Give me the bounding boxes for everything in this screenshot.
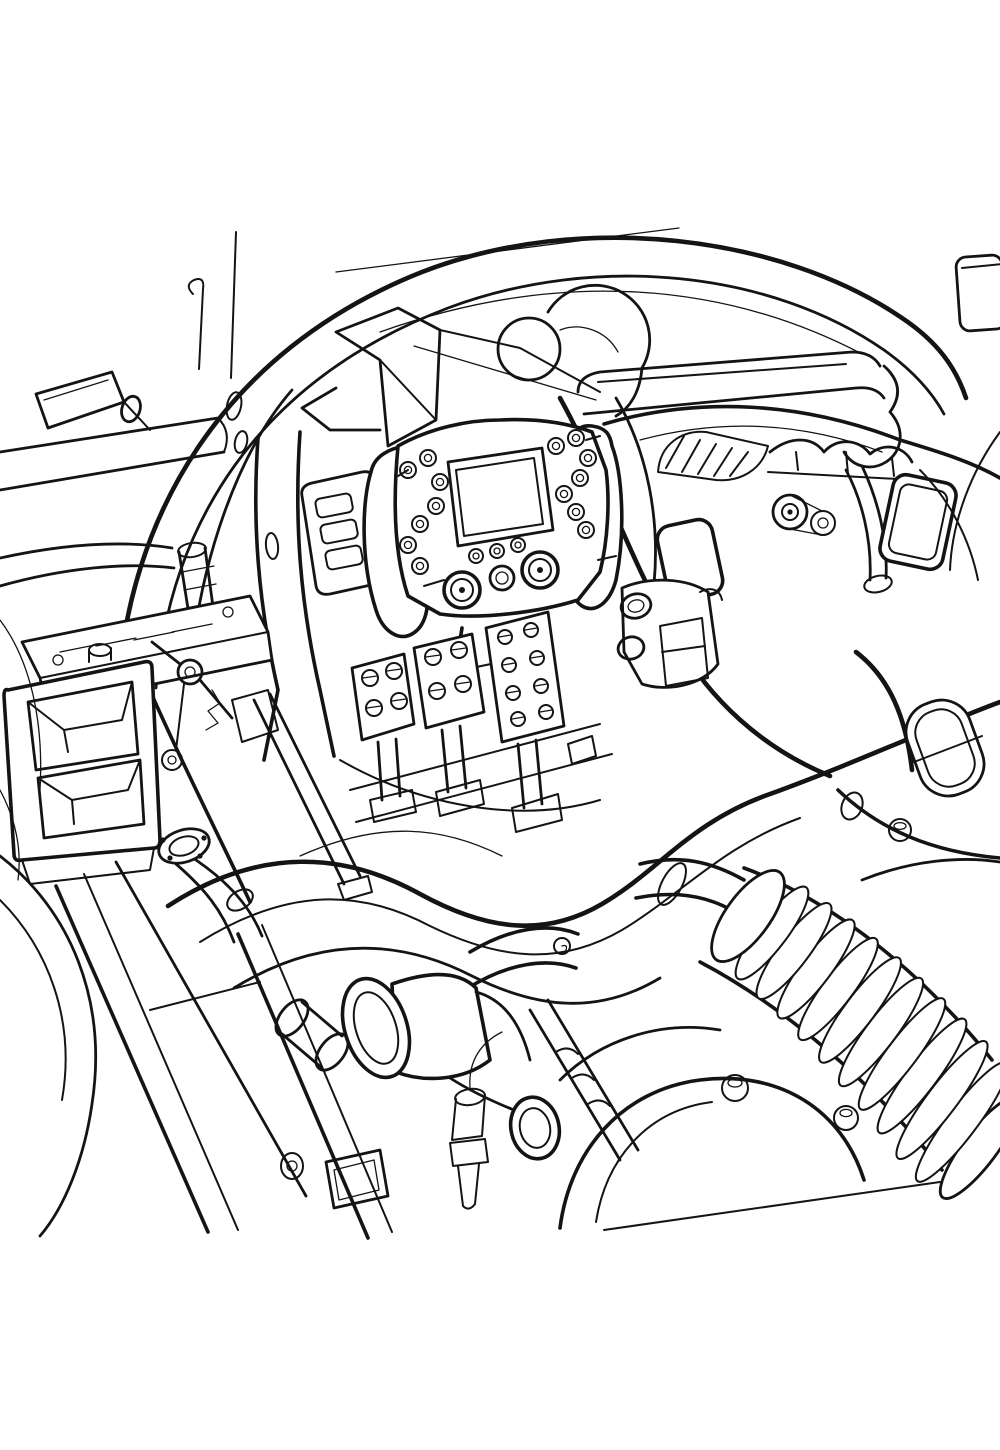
side-mirror [34, 370, 151, 431]
chassis-rails [54, 860, 393, 1240]
roll-hoop [115, 227, 969, 695]
intake-trumpet [274, 926, 580, 1161]
dash-beam [576, 253, 1000, 469]
intake-bellows [634, 857, 1000, 1200]
wheel-arch [0, 619, 98, 1238]
sensor-plug [449, 1031, 503, 1210]
rotary-knobs [442, 550, 560, 610]
airbox-wedge [300, 306, 601, 448]
antenna [187, 231, 237, 379]
body-vent [836, 649, 1000, 882]
master-cylinder [616, 517, 725, 689]
air-duct-box [2, 659, 162, 885]
engine-cylinder [528, 818, 941, 1231]
headrest [496, 283, 652, 418]
wheel-screen [446, 446, 555, 548]
linkages [150, 640, 373, 944]
wheel-buttons [399, 429, 597, 575]
cockpit-sill [165, 699, 1000, 1005]
throttle-pedal [484, 610, 597, 833]
clutch-pedal [350, 652, 417, 823]
pedal-assembly [349, 610, 613, 833]
brake-pedal [412, 632, 486, 817]
